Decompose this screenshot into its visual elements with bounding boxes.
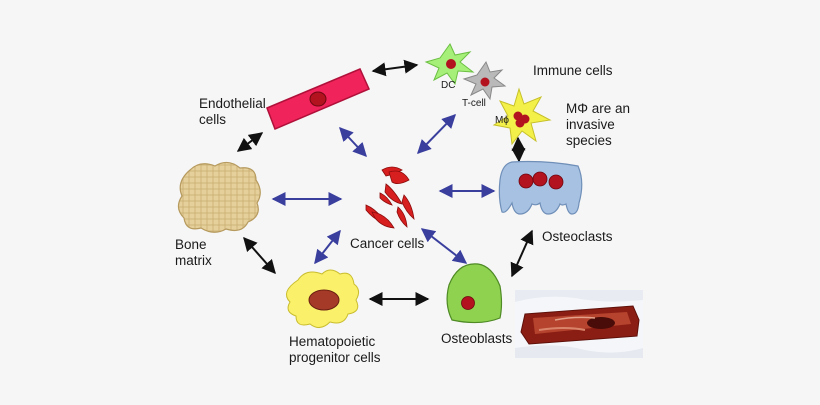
arrow-endothelial-bone	[236, 132, 264, 152]
osteoblast	[446, 263, 503, 324]
t-cell	[462, 60, 507, 101]
label-immune-cells: Immune cells	[533, 63, 613, 78]
osteoclast	[498, 160, 583, 215]
arrow-cancer-immune	[417, 113, 456, 155]
arrow-osteoblast-osteoclast	[510, 229, 534, 278]
cancer-cell-7	[396, 206, 408, 228]
label-t-cell: T-cell	[462, 98, 486, 109]
macrophage	[492, 87, 552, 146]
hematopoietic-progenitor-cell	[285, 269, 360, 328]
label-osteoblasts: Osteoblasts	[441, 331, 513, 346]
arrow-macrophage-osteoclast	[511, 136, 526, 163]
label-hematopoietic-progenitor-cells: Hematopoietic progenitor cells	[289, 334, 381, 365]
cancer-cell-3	[384, 183, 403, 205]
endothelial-cell	[266, 68, 370, 130]
cancer-cell-5	[371, 211, 395, 229]
label-osteoclasts: Osteoclasts	[542, 229, 613, 244]
black-arrows	[236, 59, 534, 306]
arrow-endothelial-immune	[371, 59, 419, 77]
arrow-cancer-endothelial	[339, 126, 367, 158]
cancer-cells	[365, 166, 415, 229]
label-macrophage-note: MΦ are an invasive species	[566, 101, 631, 148]
cancer-cell-6	[401, 194, 415, 221]
label-bone-matrix: Bone matrix	[175, 237, 212, 268]
arrow-cancer-osteoblast	[420, 228, 468, 264]
label-macrophage-small: Mϕ	[495, 115, 509, 126]
label-dc: DC	[441, 80, 456, 91]
cancer-cell-2	[388, 170, 410, 184]
arrow-cancer-hematopoietic	[314, 229, 341, 265]
arrow-bone-hematopoietic	[243, 236, 276, 275]
cancer-cell-8	[379, 192, 393, 206]
bone-specimen-photo	[515, 290, 643, 358]
dendritic-cell	[424, 43, 475, 86]
label-cancer-cells: Cancer cells	[350, 236, 425, 251]
bone-specimen-image	[515, 290, 643, 358]
label-endothelial-cells: Endothelial cells	[199, 96, 266, 127]
blue-arrows	[271, 113, 496, 265]
bone-matrix	[177, 161, 261, 233]
